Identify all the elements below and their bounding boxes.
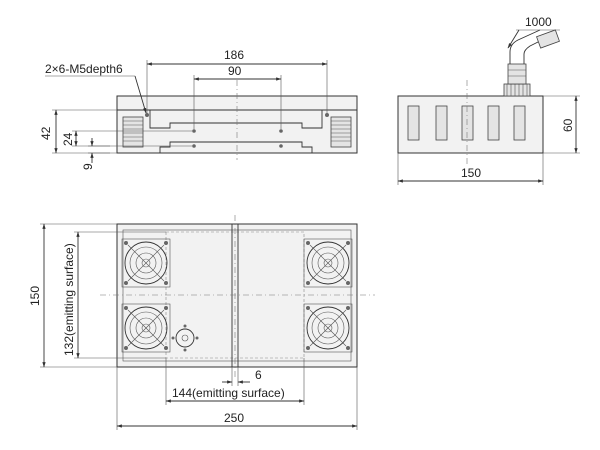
screw-hole [192, 129, 196, 133]
fan-bottom-left [121, 303, 171, 353]
dim-150-side: 150 [461, 166, 481, 180]
fan-top-right [303, 238, 353, 288]
dim-6: 6 [255, 368, 262, 382]
fan-bottom-right [303, 303, 353, 353]
dim-150-bottom: 150 [28, 286, 42, 306]
dim-9: 9 [81, 163, 95, 170]
side-window [435, 105, 448, 141]
dim-90: 90 [228, 64, 242, 78]
connector-port [171, 324, 199, 352]
screw-hole [279, 129, 283, 133]
fan-top-left [121, 238, 171, 288]
screw-hole [279, 144, 283, 148]
dim-132: 132(emitting surface) [62, 243, 76, 356]
dim-144: 144(emitting surface) [172, 386, 285, 400]
heatsink-left [122, 116, 144, 148]
screw-hole [145, 113, 149, 117]
side-window [513, 105, 526, 141]
thread-spec-label: 2×6-M5depth6 [45, 62, 123, 76]
heatsink-right [330, 116, 352, 148]
side-window [461, 105, 474, 141]
side-window [407, 105, 420, 141]
dim-60: 60 [561, 118, 575, 132]
top-body [116, 223, 358, 368]
dim-42: 42 [39, 126, 53, 140]
side-view: 1000 60 150 [397, 15, 580, 185]
dim-186: 186 [224, 48, 244, 62]
screw-hole [192, 144, 196, 148]
dim-24: 24 [61, 132, 75, 146]
dim-1000: 1000 [525, 15, 552, 29]
cable-connector [503, 29, 560, 97]
front-view: 186 90 2×6-M5depth6 42 24 9 [39, 48, 358, 170]
dim-250: 250 [224, 411, 244, 425]
side-window [487, 105, 500, 141]
top-view: 150 132(emitting surface) 6 144(emitting… [28, 215, 375, 430]
screw-hole [325, 113, 329, 117]
